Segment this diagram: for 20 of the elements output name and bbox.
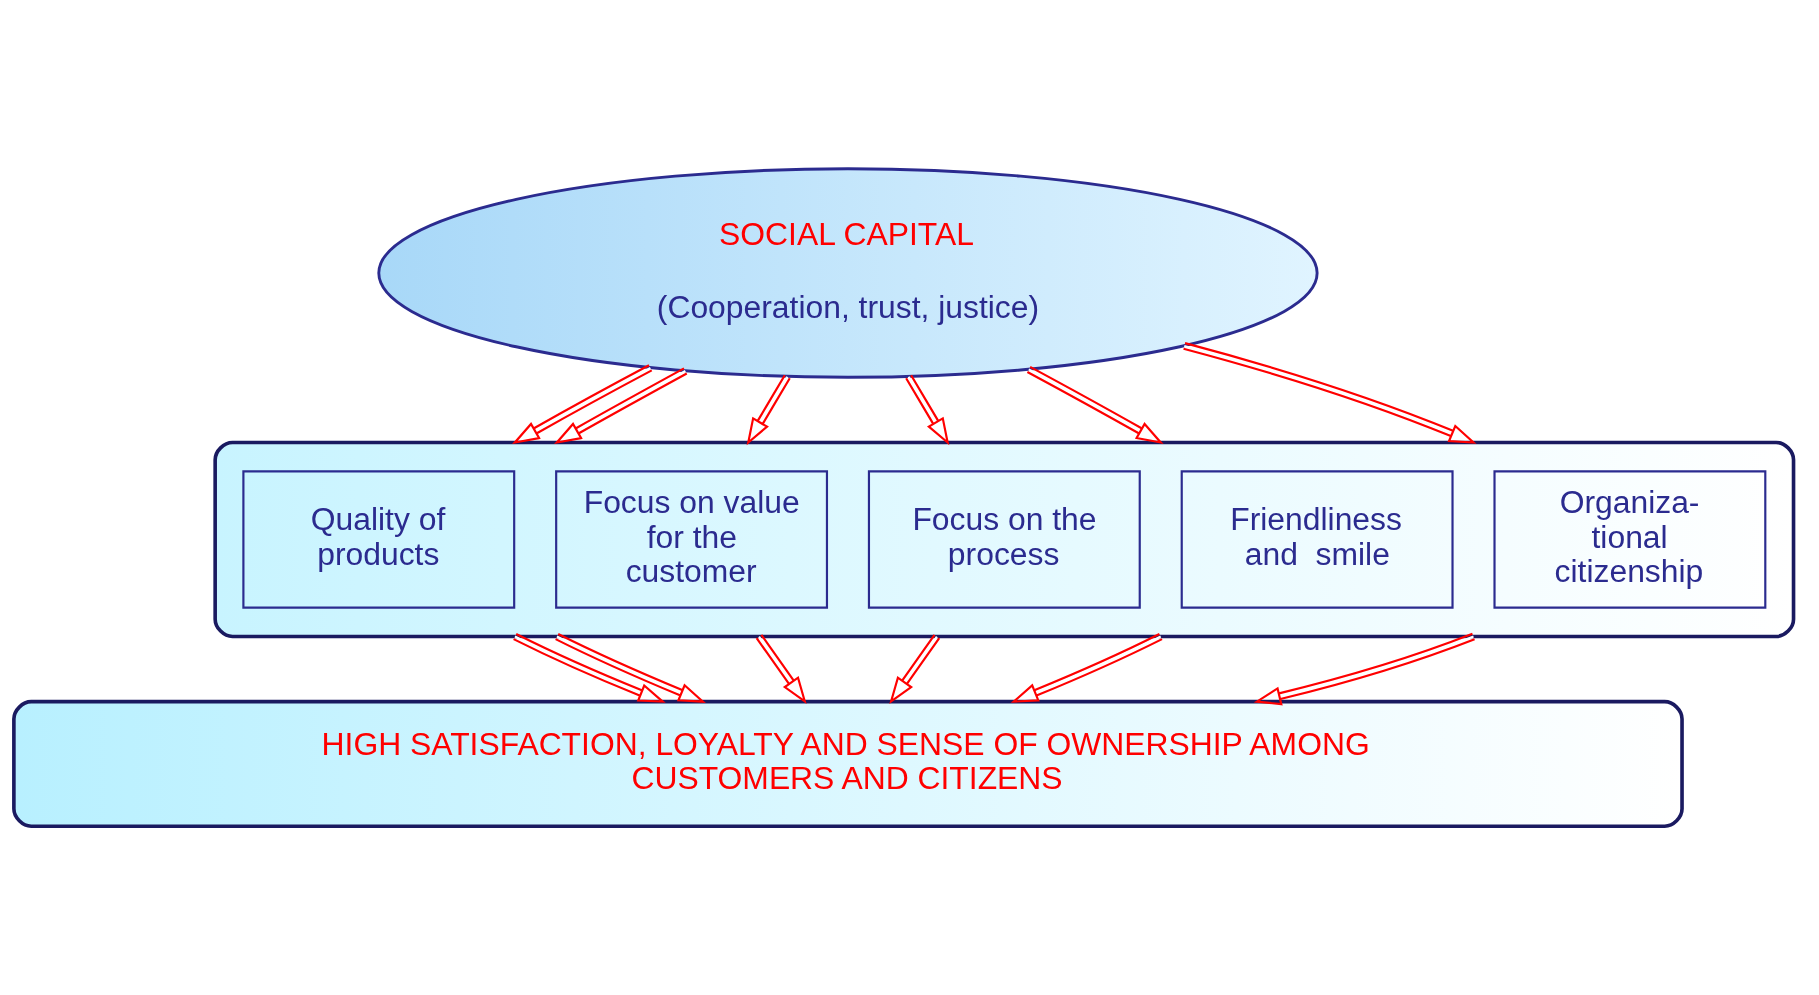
node-ellipse: SOCIAL CAPITAL (Cooperation, trust, justice) <box>377 167 1319 379</box>
node-box: HIGH SATISFACTION, LOYALTY AND SENSE OF OWNERSHIP AMONG CUSTOMERS AND CITIZENS <box>12 699 1684 828</box>
arrow <box>889 634 941 704</box>
arrow <box>755 634 807 704</box>
arrow <box>513 632 666 703</box>
arrow <box>1183 342 1477 444</box>
arrow <box>1253 632 1475 706</box>
node-box: Quality of products <box>242 470 516 609</box>
arrow <box>1010 632 1163 703</box>
arrow <box>554 367 688 445</box>
node-box: Focus on value for the customer <box>555 470 829 609</box>
node-box: Friendliness and smile <box>1180 470 1454 609</box>
cluster <box>213 440 1796 639</box>
arrow <box>746 374 791 446</box>
node-box: Focus on the process <box>867 470 1141 609</box>
arrow <box>512 364 653 445</box>
node-box: Organiza- tional citizenship <box>1493 470 1767 609</box>
arrow <box>555 632 706 703</box>
arrow <box>905 374 950 446</box>
arrow <box>1026 365 1164 445</box>
